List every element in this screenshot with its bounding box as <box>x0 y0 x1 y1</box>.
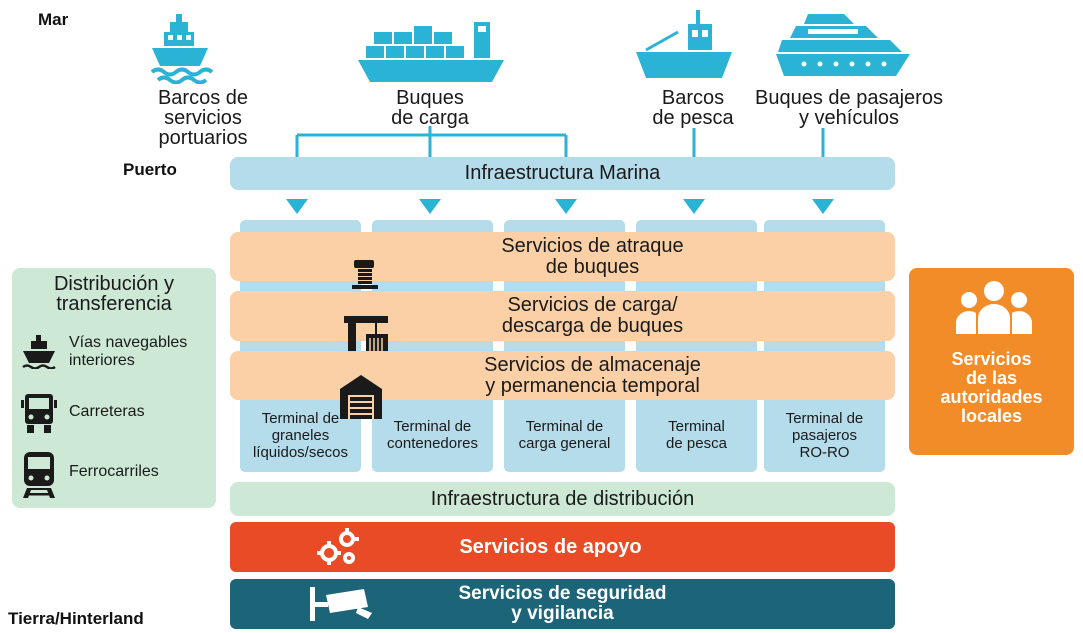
terminal-fishing-label: Terminal de pesca <box>666 418 727 452</box>
distribution-infrastructure-bar: Infraestructura de distribución <box>230 482 895 516</box>
warehouse-icon <box>340 354 382 424</box>
vessel-label-fishing: Barcos de pesca <box>652 87 734 129</box>
tug-boat-icon <box>150 14 214 84</box>
berthing-services-label: Servicios de atraque de buques <box>501 234 684 278</box>
truck-icon <box>21 394 57 433</box>
storage-services-bar: Servicios de almacenaje y permanencia te… <box>230 351 895 419</box>
terminal-passengers-label: Terminal de pasajeros RO-RO <box>785 409 864 461</box>
train-icon <box>23 452 55 498</box>
crane-icon <box>344 295 396 365</box>
local-authorities-label: Servicios de las autoridades locales <box>940 349 1043 426</box>
vessel-label-cargo: Buques de carga <box>391 87 469 129</box>
transfer-label-waterways: Vías navegables interiores <box>69 334 188 369</box>
support-services-label: Servicios de apoyo <box>459 535 642 558</box>
ferry-icon <box>776 14 910 76</box>
terminal-bulk-label: Terminal de graneles líquidos/secos <box>252 409 349 461</box>
storage-services-label: Servicios de almacenaje y permanencia te… <box>484 353 701 397</box>
transfer-item-roads: Carreteras <box>21 394 145 434</box>
transfer-label-railways: Ferrocarriles <box>69 463 159 480</box>
gears-icon <box>316 528 360 571</box>
ship-icon <box>22 335 56 369</box>
transfer-item-railways: Ferrocarriles <box>21 452 159 498</box>
loading-services-bar: Servicios de carga/ descarga de buques <box>230 291 895 360</box>
security-services-bar: Servicios de seguridad y vigilancia <box>230 579 895 629</box>
terminal-general-label: Terminal de carga general <box>518 418 611 452</box>
people-icon <box>956 281 1032 334</box>
transfer-label-roads: Carreteras <box>69 403 145 420</box>
loading-services-label: Servicios de carga/ descarga de buques <box>501 294 684 337</box>
transfer-item-waterways: Vías navegables interiores <box>21 334 187 370</box>
transfer-panel-title: Distribución y transferencia <box>53 273 175 315</box>
marine-infrastructure-bar: Infraestructura Marina <box>230 157 895 190</box>
support-services-bar: Servicios de apoyo <box>230 522 895 572</box>
vessel-label-port-services: Barcos de servicios portuarios <box>157 87 249 149</box>
terminal-containers-label: Terminal de contenedores <box>387 418 478 452</box>
zone-sea-label: Mar <box>38 10 69 29</box>
security-services-label: Servicios de seguridad y vigilancia <box>458 583 667 624</box>
zone-port-label: Puerto <box>123 160 177 179</box>
zone-land-label: Tierra/Hinterland <box>8 609 144 628</box>
berthing-services-bar: Servicios de atraque de buques <box>230 232 895 296</box>
fishing-boat-icon <box>636 10 732 78</box>
vessel-label-passenger: Buques de pasajeros y vehículos <box>755 87 943 129</box>
security-camera-icon <box>308 585 374 628</box>
container-ship-icon <box>358 22 504 82</box>
